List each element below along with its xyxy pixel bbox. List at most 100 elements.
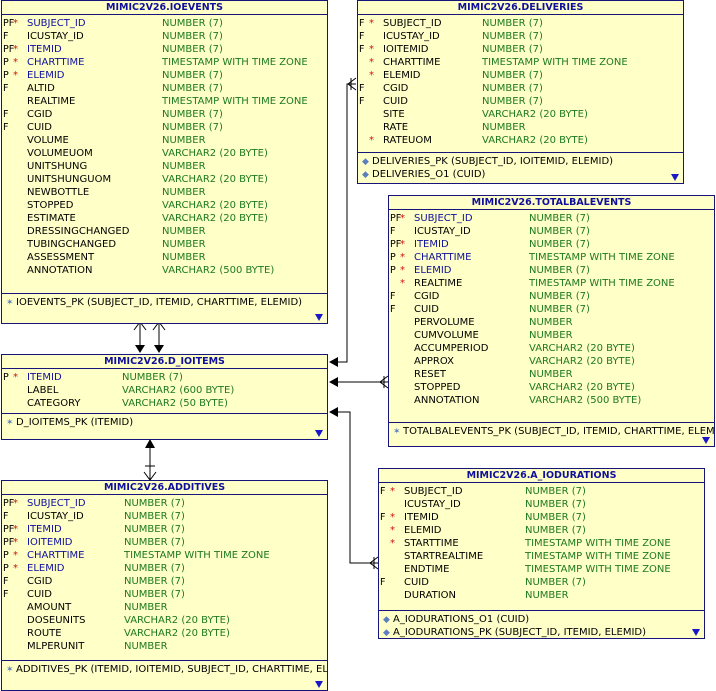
table-title: MIMIC2V26.IOEVENTS — [2, 1, 327, 15]
index-row[interactable]: ✶TOTALBALEVENTS_PK (SUBJECT_ID, ITEMID, … — [389, 425, 714, 438]
index-text: TOTALBALEVENTS_PK (SUBJECT_ID, ITEMID, C… — [403, 426, 715, 437]
index-row[interactable]: ✶ADDITIVES_PK (ITEMID, IOITEMID, SUBJECT… — [2, 663, 327, 676]
index-row[interactable]: ✶D_IOITEMS_PK (ITEMID) — [2, 416, 327, 429]
expand-triangle-icon[interactable] — [692, 629, 700, 636]
index-row[interactable]: ◆DELIVERIES_O1 (CUID) — [358, 168, 683, 181]
expand-triangle-icon[interactable] — [315, 314, 323, 321]
column-type: NUMBER (7) — [162, 122, 223, 133]
index-list: ✶ADDITIVES_PK (ITEMID, IOITEMID, SUBJECT… — [2, 663, 327, 676]
index-row[interactable]: ◆A_IODURATIONS_PK (SUBJECT_ID, ITEMID, E… — [379, 626, 704, 638]
index-row[interactable]: ✶IOEVENTS_PK (SUBJECT_ID, ITEMID, CHARTT… — [2, 296, 327, 309]
index-row[interactable]: ◆A_IODURATIONS_O1 (CUID) — [379, 613, 704, 626]
expand-triangle-icon[interactable] — [315, 681, 323, 688]
expand-triangle-icon[interactable] — [702, 437, 710, 444]
key-flag: PF — [3, 498, 15, 509]
column-name: VOLUMEUOM — [27, 148, 93, 159]
column-name: ICUSTAY_ID — [383, 31, 440, 42]
expand-triangle-icon[interactable] — [671, 174, 679, 181]
expand-triangle-icon[interactable] — [315, 430, 323, 437]
required-marker: * — [13, 524, 18, 535]
index-row[interactable]: ◆DELIVERIES_PK (SUBJECT_ID, IOITEMID, EL… — [358, 155, 683, 168]
column-type: NUMBER (7) — [124, 563, 185, 574]
index-text: DELIVERIES_PK (SUBJECT_ID, IOITEMID, ELE… — [372, 156, 614, 167]
key-flag: PF — [390, 213, 402, 224]
